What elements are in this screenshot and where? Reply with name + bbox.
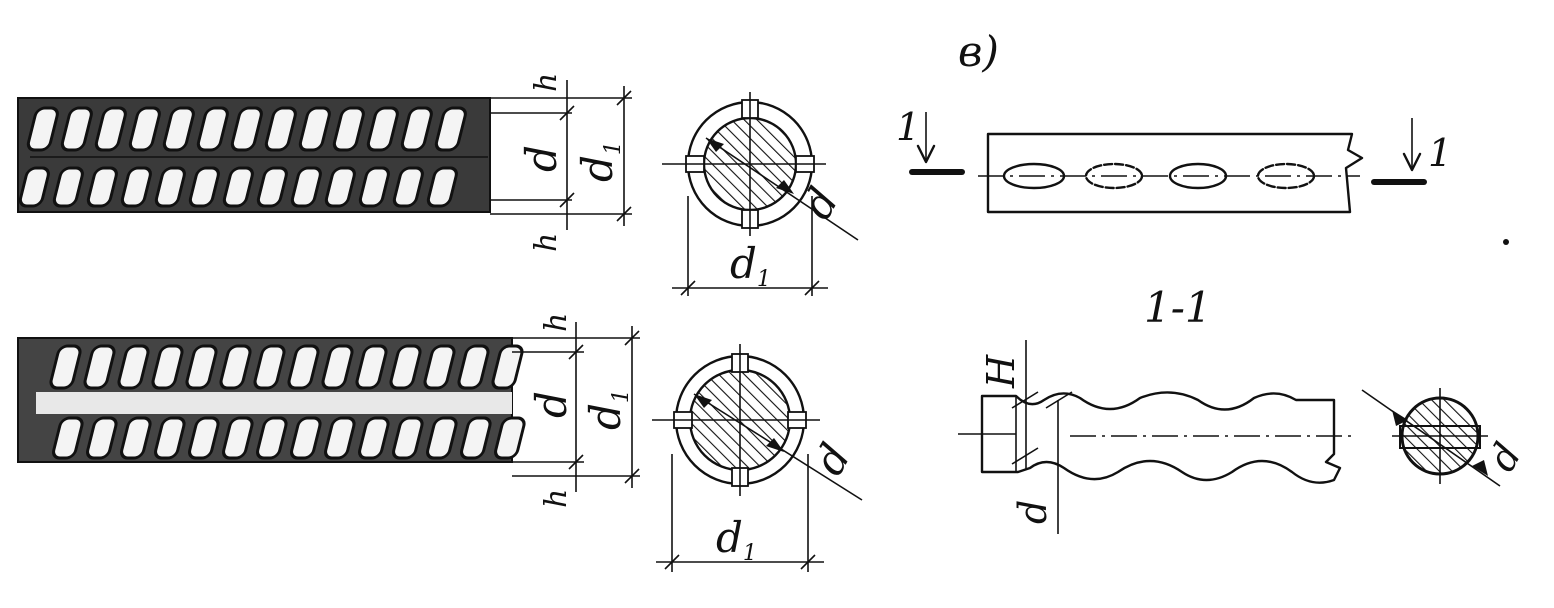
rib — [128, 106, 161, 152]
rib — [287, 344, 320, 390]
rib — [355, 344, 388, 390]
top-section-d1-label: d1 — [730, 239, 771, 292]
rib — [426, 416, 458, 460]
rib — [49, 344, 82, 390]
rib — [162, 106, 195, 152]
top-d-label: d — [517, 145, 566, 172]
variant-round-section: d — [1361, 388, 1530, 487]
rib — [154, 166, 186, 208]
rib — [494, 416, 526, 460]
top-h-lower-label: h — [529, 233, 564, 252]
top-d1-label: d1 — [573, 141, 626, 182]
bottom-h-lower-label: h — [539, 489, 574, 508]
rib — [52, 166, 84, 208]
bottom-section-d-label: d — [804, 435, 860, 483]
bottom-rebar-view — [17, 337, 526, 463]
rib — [321, 344, 354, 390]
top-section-d-label: d — [792, 179, 848, 227]
rib — [94, 106, 127, 152]
rib — [86, 166, 118, 208]
rib — [185, 344, 218, 390]
top-bar-upper-ribs — [26, 106, 467, 152]
rib — [253, 344, 286, 390]
rib — [256, 416, 288, 460]
rib — [117, 344, 150, 390]
section-mark-right: 1 — [1428, 131, 1452, 175]
top-h-upper-label: h — [529, 73, 564, 92]
rib — [290, 166, 322, 208]
rib — [423, 344, 456, 390]
rib — [256, 166, 288, 208]
rib — [26, 106, 59, 152]
rib — [83, 344, 116, 390]
top-bar-lower-ribs — [18, 166, 458, 208]
rib — [219, 344, 252, 390]
variant-label: в) — [958, 27, 999, 76]
variant-plan-view: 1 1 — [896, 105, 1509, 245]
rib — [457, 344, 490, 390]
rib — [230, 106, 263, 152]
rib — [120, 166, 152, 208]
bottom-h-upper-label: h — [539, 313, 574, 332]
rib — [324, 416, 356, 460]
rib — [120, 416, 152, 460]
rib — [324, 166, 356, 208]
rib — [290, 416, 322, 460]
rib — [358, 166, 390, 208]
rib — [400, 106, 433, 152]
rib — [18, 166, 50, 208]
top-bar-dimensions: h d d1 h — [490, 73, 632, 252]
rib — [358, 416, 390, 460]
rib — [332, 106, 365, 152]
bottom-d-label: d — [527, 391, 576, 418]
rib — [426, 166, 458, 208]
rib — [188, 166, 220, 208]
bottom-bar-upper-ribs — [49, 344, 524, 390]
rib — [196, 106, 229, 152]
bottom-d1-label: d1 — [581, 389, 634, 430]
rib — [392, 166, 424, 208]
top-rebar-view — [17, 97, 491, 213]
bottom-bar-lower-ribs — [52, 416, 526, 460]
variant-section-view: H d — [958, 340, 1352, 534]
round-section-d-label: d — [1480, 435, 1530, 478]
section-mark-left: 1 — [896, 105, 920, 149]
bottom-cross-section: d d1 — [652, 344, 863, 572]
bottom-section-d1-label: d1 — [716, 513, 757, 566]
rib — [366, 106, 399, 152]
rib — [222, 166, 254, 208]
section-H-label: H — [979, 354, 1023, 389]
rib — [298, 106, 331, 152]
rib — [491, 344, 524, 390]
rib — [154, 416, 186, 460]
rib — [188, 416, 220, 460]
rib — [392, 416, 424, 460]
rib — [86, 416, 118, 460]
rib — [52, 416, 84, 460]
section-title: 1-1 — [1144, 283, 1212, 332]
rib — [389, 344, 422, 390]
rib — [151, 344, 184, 390]
top-cross-section: d d1 — [662, 92, 859, 296]
rib — [434, 106, 467, 152]
rib — [222, 416, 254, 460]
bottom-bar-dimensions: h d d1 h — [512, 313, 640, 508]
section-d-label: d — [1011, 500, 1055, 524]
rib — [264, 106, 297, 152]
rib — [460, 416, 492, 460]
rib — [60, 106, 93, 152]
